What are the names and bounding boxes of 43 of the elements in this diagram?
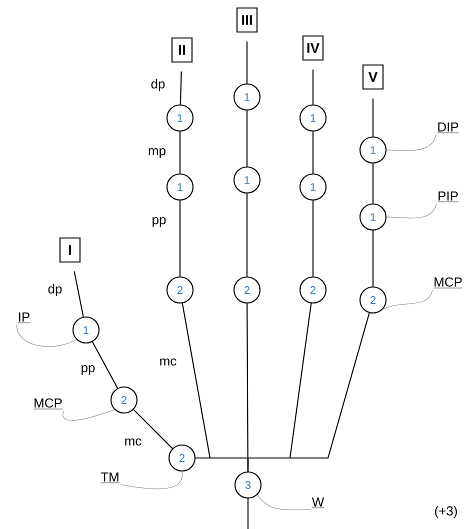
- segment-label: mc: [160, 358, 176, 366]
- line: [246, 42, 248, 84]
- finger-box: I: [59, 237, 81, 263]
- line: [372, 98, 374, 136]
- finger-box: V: [362, 64, 384, 90]
- segment-label: mp: [148, 148, 166, 158]
- leader-line: [386, 134, 436, 151]
- leader-line: [120, 471, 182, 490]
- line: [247, 498, 249, 529]
- joint-label: MCP: [433, 277, 463, 288]
- joint-label: DIP: [436, 122, 460, 134]
- line: [180, 72, 182, 104]
- joint-label: W: [312, 498, 324, 508]
- leader-line: [382, 290, 433, 310]
- segment-label: dp: [151, 78, 165, 92]
- segment-label: (+3): [435, 506, 457, 518]
- joint-label: TM: [100, 472, 120, 484]
- leader-line: [16, 324, 77, 347]
- line: [246, 194, 248, 276]
- joint-label: IP: [18, 312, 30, 324]
- line: [196, 457, 249, 472]
- line: [246, 110, 248, 166]
- line: [92, 342, 118, 388]
- finger-box: III: [236, 7, 258, 33]
- segment-label: mc: [125, 438, 142, 446]
- line: [312, 200, 314, 276]
- line: [179, 132, 181, 174]
- line: [74, 271, 84, 317]
- line: [179, 200, 181, 276]
- segment-label: pp: [82, 365, 95, 375]
- finger-box: IV: [302, 35, 324, 61]
- line: [372, 164, 374, 204]
- finger-box: II: [171, 37, 193, 63]
- joint-label: PIP: [437, 192, 459, 202]
- leader-line: [386, 203, 437, 218]
- line: [372, 230, 374, 286]
- line: [312, 132, 314, 174]
- segment-label: dp: [48, 284, 62, 296]
- joint-label: MCP: [33, 398, 63, 410]
- segment-label: pp: [152, 217, 166, 227]
- line: [312, 70, 314, 104]
- leader-line: [257, 494, 311, 510]
- line: [133, 409, 173, 449]
